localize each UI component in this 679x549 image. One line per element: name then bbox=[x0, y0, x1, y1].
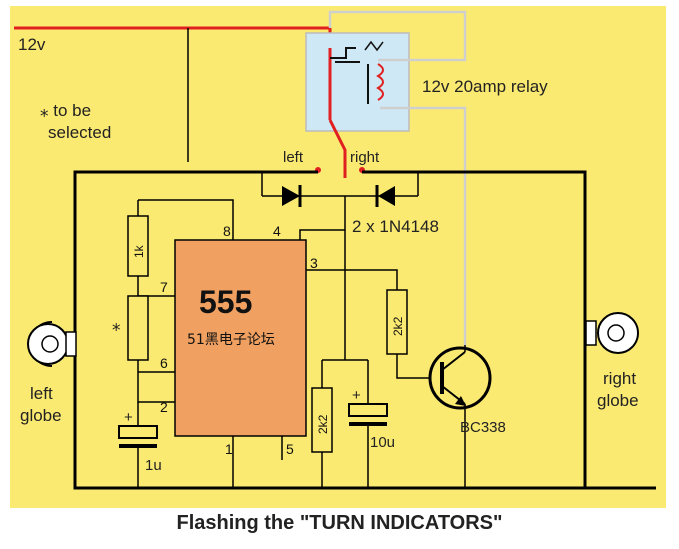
left-globe-icon bbox=[27, 321, 77, 367]
left-contact-label: left bbox=[283, 149, 304, 166]
relay-box bbox=[305, 32, 410, 132]
transistor-icon bbox=[428, 346, 492, 410]
vcc-wire bbox=[138, 199, 234, 240]
ic-name: 555 bbox=[199, 284, 252, 320]
base-wire bbox=[396, 354, 440, 379]
main-loop-wire bbox=[73, 170, 656, 490]
rx-label: ⁎ bbox=[112, 315, 121, 334]
left-globe-label-1: left bbox=[30, 384, 53, 403]
right-lamp-wire bbox=[362, 170, 587, 488]
pin-5-label: 5 bbox=[286, 441, 294, 457]
relay-contact bbox=[330, 47, 356, 59]
r-base-label: 2k2 bbox=[391, 316, 405, 336]
selected-note-line2: selected bbox=[48, 123, 111, 142]
c1-label: 1u bbox=[145, 457, 162, 474]
r1-label: 1k bbox=[132, 244, 146, 258]
right-globe-label-2: globe bbox=[597, 391, 639, 410]
pin-2-label: 2 bbox=[160, 399, 168, 415]
capacitor-1u bbox=[118, 425, 158, 439]
relay-coil-wire bbox=[380, 106, 467, 360]
right-contact-label: right bbox=[350, 149, 380, 166]
transistor-label: BC338 bbox=[460, 419, 506, 436]
left-globe-label-2: globe bbox=[20, 406, 62, 425]
diode-right-icon bbox=[378, 186, 395, 206]
relay-common-wire bbox=[328, 119, 347, 178]
emitter-arrow-icon bbox=[455, 396, 466, 406]
right-globe-label-1: right bbox=[603, 369, 636, 388]
c2-plus: + bbox=[352, 387, 361, 404]
pin-1-label: 1 bbox=[225, 441, 233, 457]
pin-3-label: 3 bbox=[310, 255, 318, 271]
pin2-wire bbox=[137, 372, 175, 403]
selected-note-line1: ⁎ to be bbox=[40, 101, 91, 120]
pin-4-label: 4 bbox=[273, 223, 281, 239]
supply-label: 12v bbox=[18, 35, 46, 54]
relay-coil-icon bbox=[376, 63, 384, 101]
ic-watermark: 51黑电子论坛 bbox=[187, 332, 275, 348]
capacitor-10u bbox=[348, 403, 388, 417]
pin-6-label: 6 bbox=[160, 355, 168, 371]
transistor-collector bbox=[441, 351, 466, 371]
pin3-wire bbox=[306, 269, 398, 290]
relay-outer-wire bbox=[328, 10, 467, 62]
right-globe-icon bbox=[585, 312, 639, 354]
resistor-selectable bbox=[127, 295, 149, 361]
c2-label: 10u bbox=[370, 434, 395, 451]
relay-spring bbox=[364, 40, 384, 52]
c1-plus: + bbox=[124, 409, 133, 426]
diodes-label: 2 x 1N4148 bbox=[352, 217, 439, 236]
r-bottom-label: 2k2 bbox=[316, 414, 330, 434]
relay-label: 12v 20amp relay bbox=[422, 77, 548, 96]
pin-7-label: 7 bbox=[160, 279, 168, 295]
diagram-caption: Flashing the "TURN INDICATORS" bbox=[176, 512, 503, 534]
pin4-wire bbox=[299, 196, 346, 240]
pin-8-label: 8 bbox=[223, 223, 231, 239]
diode-left-icon bbox=[282, 186, 300, 206]
ic-555-body bbox=[174, 239, 307, 437]
